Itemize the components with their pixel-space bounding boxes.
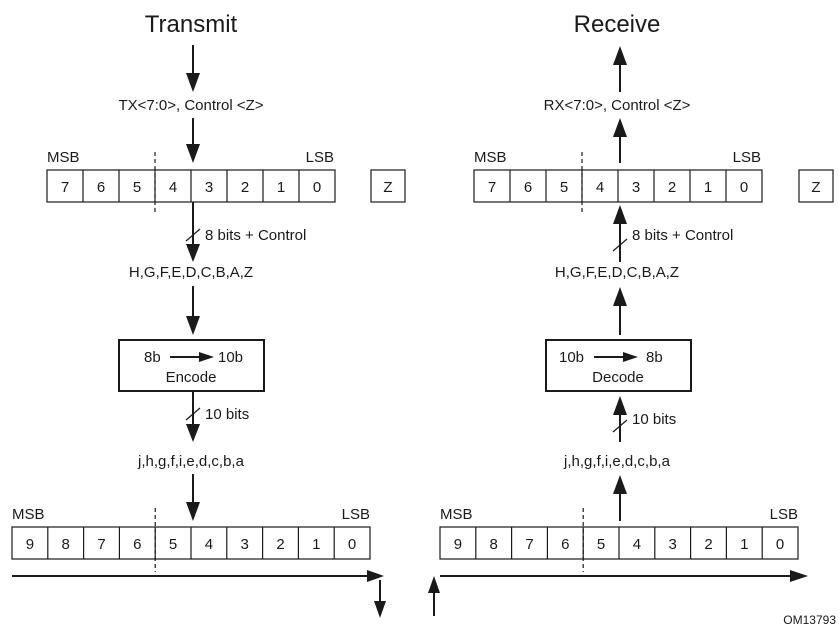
rx-code-letters: j,h,g,f,i,e,d,c,b,a (563, 453, 671, 470)
tx-code-bit-cell: 1 (312, 536, 320, 553)
decoder-label: Decode (592, 369, 644, 386)
rx-byte-bit-cell: 5 (560, 179, 568, 196)
rx-byte-bit-cell: 7 (488, 179, 496, 196)
rx-control-cell: Z (811, 179, 820, 196)
rx-byte-bit-cell: 6 (524, 179, 532, 196)
decoder-arrow-icon (594, 352, 638, 362)
rx-serial-in-arrow (428, 576, 440, 616)
rx-8bit-bus-label: 8 bits + Control (632, 227, 733, 244)
tx-code-bit-cell: 7 (97, 536, 105, 553)
tx-code-bit-cell: 3 (241, 536, 249, 553)
tx-code-lsb-label: LSB (342, 506, 370, 523)
rx-arrow-from-code-register (613, 475, 627, 521)
rx-byte-bit-cell: 4 (596, 179, 604, 196)
receive-section: Receive RX<7:0>, Control <Z> MSB LSB 7 6… (428, 11, 834, 616)
rx-code-bit-cell: 5 (597, 536, 605, 553)
transmit-input-arrow (186, 45, 200, 92)
tx-byte-bit-cell: 4 (169, 179, 177, 196)
receive-arrow-from-byte (613, 118, 627, 163)
tx-code-register: 9 8 7 6 5 4 3 2 1 0 (11, 526, 371, 560)
tx-code-bit-cell: 6 (133, 536, 141, 553)
tx-code-bit-cell: 8 (62, 536, 70, 553)
tx-arrow-to-code-register (186, 474, 200, 521)
tx-code-letters: j,h,g,f,i,e,d,c,b,a (137, 453, 245, 470)
tx-10bit-bus-arrow (185, 391, 201, 442)
rx-byte-register: 7 6 5 4 3 2 1 0 (473, 169, 763, 203)
rx-output-label: RX<7:0>, Control <Z> (544, 97, 691, 114)
tx-code-bit-cell: 2 (276, 536, 284, 553)
tx-arrow-to-encoder (186, 286, 200, 335)
encoder-input-width: 8b (144, 349, 161, 366)
tx-byte-register: 7 6 5 4 3 2 1 0 (46, 169, 336, 203)
rx-code-register: 9 8 7 6 5 4 3 2 1 0 (439, 526, 799, 560)
rx-byte-lsb-label: LSB (733, 149, 761, 166)
receive-output-arrow (613, 46, 627, 92)
rx-byte-bit-cell: 1 (704, 179, 712, 196)
receive-title: Receive (574, 11, 661, 38)
tx-10bit-bus-label: 10 bits (205, 406, 249, 423)
rx-code-bit-cell: 9 (454, 536, 462, 553)
rx-serial-shift-arrow (440, 570, 808, 582)
tx-serial-shift-arrow (12, 570, 384, 582)
rx-code-bit-cell: 8 (490, 536, 498, 553)
transmit-arrow-to-byte (186, 118, 200, 163)
encoder-label: Encode (166, 369, 217, 386)
tx-byte-lsb-label: LSB (306, 149, 334, 166)
tx-byte-msb-label: MSB (47, 149, 80, 166)
transmit-section: Transmit TX<7:0>, Control <Z> MSB LSB 7 … (11, 11, 406, 618)
rx-code-bit-cell: 1 (740, 536, 748, 553)
tx-serial-out-arrow (374, 580, 386, 618)
encoder-arrow-icon (170, 352, 214, 362)
tx-code-bit-cell: 5 (169, 536, 177, 553)
rx-byte-letters: H,G,F,E,D,C,B,A,Z (555, 264, 679, 281)
tx-byte-bit-cell: 3 (205, 179, 213, 196)
rx-byte-bit-cell: 3 (632, 179, 640, 196)
rx-byte-bit-cell: 2 (668, 179, 676, 196)
tx-byte-bit-cell: 6 (97, 179, 105, 196)
tx-byte-bit-cell: 0 (313, 179, 321, 196)
rx-10bit-bus-label: 10 bits (632, 411, 676, 428)
rx-code-bit-cell: 7 (525, 536, 533, 553)
tx-byte-bit-cell: 7 (61, 179, 69, 196)
rx-code-bit-cell: 4 (633, 536, 641, 553)
tx-control-register: Z (370, 169, 406, 203)
tx-code-bit-cell: 0 (348, 536, 356, 553)
tx-byte-letters: H,G,F,E,D,C,B,A,Z (129, 264, 253, 281)
tx-byte-bit-cell: 5 (133, 179, 141, 196)
tx-control-cell: Z (383, 179, 392, 196)
decoder-output-width: 8b (646, 349, 663, 366)
rx-10bit-bus-arrow (612, 396, 628, 442)
rx-code-msb-label: MSB (440, 506, 473, 523)
figure-id: OM13793 (783, 613, 836, 627)
rx-code-lsb-label: LSB (770, 506, 798, 523)
rx-code-bit-cell: 0 (776, 536, 784, 553)
rx-code-bit-cell: 3 (669, 536, 677, 553)
tx-byte-bit-cell: 2 (241, 179, 249, 196)
rx-code-bit-cell: 6 (561, 536, 569, 553)
rx-byte-msb-label: MSB (474, 149, 507, 166)
tx-input-label: TX<7:0>, Control <Z> (118, 97, 263, 114)
transmit-title: Transmit (145, 11, 238, 38)
decoder-block: 10b 8b Decode (545, 339, 692, 392)
tx-code-msb-label: MSB (12, 506, 45, 523)
tx-8bit-bus-arrow (185, 202, 201, 262)
tx-code-bit-cell: 9 (26, 536, 34, 553)
decoder-input-width: 10b (559, 349, 584, 366)
rx-code-bit-cell: 2 (704, 536, 712, 553)
rx-arrow-from-decoder (613, 287, 627, 335)
rx-control-register: Z (798, 169, 834, 203)
encoder-block: 8b 10b Encode (118, 339, 265, 392)
rx-byte-bit-cell: 0 (740, 179, 748, 196)
tx-code-bit-cell: 4 (205, 536, 213, 553)
tx-byte-bit-cell: 1 (277, 179, 285, 196)
rx-8bit-bus-arrow (612, 205, 628, 262)
tx-8bit-bus-label: 8 bits + Control (205, 227, 306, 244)
encoder-output-width: 10b (218, 349, 243, 366)
